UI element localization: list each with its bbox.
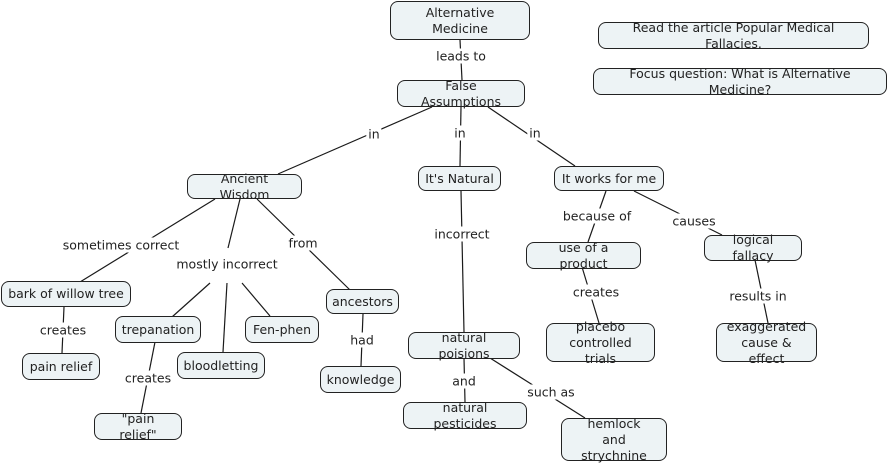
- node-focus-question[interactable]: Focus question: What is Alternative Medi…: [593, 66, 887, 97]
- node-read-article[interactable]: Read the article Popular Medical Fallaci…: [598, 20, 869, 51]
- node-bloodletting[interactable]: bloodletting: [177, 352, 265, 379]
- node-fen-phen[interactable]: Fen-phen: [245, 316, 319, 343]
- node-alternative-medicine[interactable]: Alternative Medicine: [390, 1, 530, 40]
- node-it-works-for-me[interactable]: It works for me: [554, 166, 664, 191]
- edge: [460, 190, 465, 333]
- node-trepanation[interactable]: trepanation: [115, 316, 201, 343]
- link-label-sometimes-correct: sometimes correct: [60, 237, 182, 253]
- link-label-in: in: [452, 125, 468, 141]
- link-label-such-as: such as: [525, 384, 577, 400]
- node-knowledge[interactable]: knowledge: [320, 366, 401, 393]
- edge: [227, 198, 241, 249]
- node-exaggerated-cause-effect[interactable]: exaggerated cause & effect: [716, 319, 817, 366]
- link-label-from: from: [286, 235, 320, 251]
- link-label-incorrect: incorrect: [432, 226, 492, 242]
- link-label-creates: creates: [37, 322, 89, 338]
- link-label-mostly-incorrect: mostly incorrect: [174, 256, 280, 272]
- node-hemlock-and-strychnine[interactable]: hemlock and strychnine: [561, 416, 667, 463]
- node-bark-of-willow-tree[interactable]: bark of willow tree: [1, 281, 131, 307]
- node-false-assumptions[interactable]: False Assumptions: [397, 78, 525, 109]
- node-pain-relief[interactable]: pain relief: [22, 353, 100, 380]
- node-its-natural[interactable]: It's Natural: [418, 166, 501, 191]
- node-logical-fallacy[interactable]: logical fallacy: [704, 232, 802, 263]
- node-natural-pesticides[interactable]: natural pesticides: [403, 400, 527, 431]
- link-label-and: and: [450, 373, 478, 389]
- link-label-leads-to: leads to: [434, 48, 488, 64]
- node-quoted-pain-relief[interactable]: "pain relief": [94, 411, 182, 442]
- node-ancient-wisdom[interactable]: Ancient Wisdom: [187, 171, 302, 202]
- edge: [277, 106, 433, 175]
- link-label-in: in: [527, 125, 543, 141]
- edge: [171, 282, 211, 318]
- link-label-creates: creates: [122, 370, 174, 386]
- link-label-results-in: results in: [727, 288, 789, 304]
- link-label-had: had: [348, 332, 376, 348]
- node-natural-poisions[interactable]: natural poisions: [408, 330, 520, 361]
- node-use-of-a-product[interactable]: use of a product: [526, 240, 641, 271]
- link-label-creates: creates: [570, 284, 622, 300]
- edge: [241, 282, 271, 317]
- edge: [222, 282, 228, 353]
- node-ancestors[interactable]: ancestors: [326, 289, 399, 314]
- link-label-in: in: [366, 126, 382, 142]
- link-label-causes: causes: [670, 213, 718, 229]
- node-placebo-controlled-trials[interactable]: placebo controlled trials: [546, 319, 655, 366]
- link-label-because-of: because of: [560, 208, 634, 224]
